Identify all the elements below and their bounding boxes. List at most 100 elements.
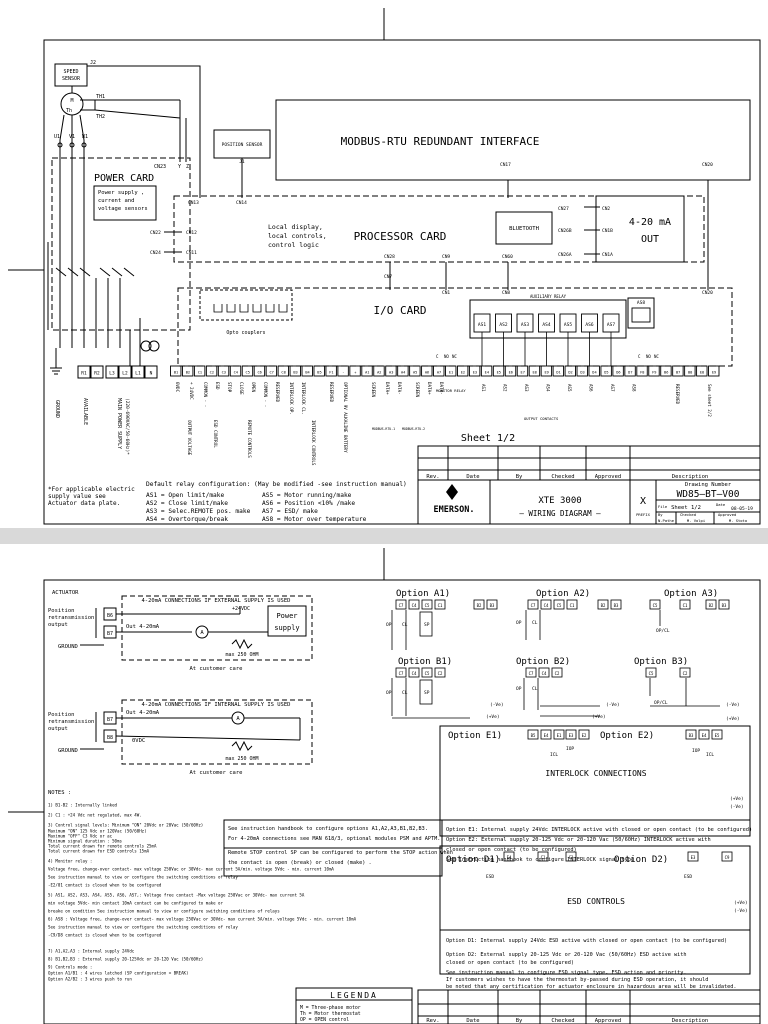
diagram-label: Option B3) [634,657,688,667]
processor-card-box [173,195,705,263]
terminal-c2: C2 [210,371,214,375]
diagram-label: CN2 [602,206,610,212]
product-name: XTE 3000 [538,496,581,506]
diagram-label: INTERLOCK OP. [289,382,294,415]
diagram-label: B8 [107,735,113,741]
diagram-label: C2 [683,671,688,676]
diagram-label: retransmission [48,719,94,725]
diagram-label: AS1 [481,384,486,392]
note-line: See instruction manual to view or config… [48,875,238,880]
diagram-label: (-Ve) [490,702,504,708]
note-line: -E2/01 contact is closed when to be conf… [48,883,162,888]
diagram-label: AS5 = Motor running/make [262,492,352,499]
diagram-label: C5 [425,671,430,676]
diagram-label: OP [386,690,392,696]
diagram-label: C7 [399,671,404,676]
diagram-label: OPTIONAL 9V ALKALINE BATTERY [343,382,348,453]
as8-relay-box [627,297,655,329]
diagram-label: COMMON - - [263,382,268,407]
diagram-label: INTERLOCK CL. [301,382,306,415]
diagram-label: (-Ve) [730,804,744,810]
diagram-label: OP/CL [654,700,668,706]
diagram-label: 0VDC [175,382,180,393]
diagram-label: +24VDC [232,606,250,612]
note-line: Option A1/B1 : 4 wires latched (SP confi… [48,971,189,976]
diagram-label: By [516,1018,523,1024]
diagram-label: CL [402,690,408,696]
terminal-e3: E3 [473,371,477,375]
diagram-label: R2 [94,371,100,377]
note-line: 4) Monitor relay : [48,859,92,864]
diagram-label: Approved [595,474,622,480]
diagram-label: Position [48,608,75,614]
diagram-label: 4-20mA CONNECTIONS IF INTERNAL SUPPLY IS… [141,702,290,708]
terminal-strip [170,365,720,377]
diagram-label: Date [716,502,726,507]
terminal-d2: D2 [568,371,572,375]
diagram-label: CN8 [502,290,510,296]
legenda-title: LEGENDA [330,991,378,1000]
diagram-label: TH1 [96,94,105,100]
diagram-label: CN11 [186,250,197,256]
diagram-label: AVAILABLE [82,398,88,425]
diagram-label: N [150,371,153,377]
terminal-d4: D4 [592,371,596,375]
esd-note: See instruction manual to configure ESD … [446,970,686,976]
diagram-label: IOP [692,748,700,754]
diagram-label: C9 [725,855,730,860]
diagram-label: C7 [529,671,534,676]
terminal-b7: B7 [676,371,680,375]
terminal-+: + [354,371,357,375]
speed-sensor-label: SPEED [63,69,78,75]
diagram-label: C1 [683,603,688,608]
diagram-label: Approved [718,512,736,517]
diagram-label: C5 [653,603,658,608]
diagram-label: Option A1) [396,589,450,599]
diagram-label: NO [444,354,449,359]
aux-relay-box [469,299,627,339]
diagram-label: AS1 = Open limit/make [146,492,225,499]
options-diagrams [391,599,733,862]
diagram-label: B3 [689,733,694,738]
diagram-label: OUTPUT VOLTAGE [187,420,192,456]
diagram-label: W1 [82,134,88,140]
diagram-label: output [48,622,68,628]
diagram-label: REMOTE CONTROLS [247,420,252,458]
esd-note: be noted that any certification for actu… [446,984,736,990]
relay-as3: AS3 [521,322,529,328]
terminal-e1: E1 [449,371,453,375]
terminal-a1: A1 [365,371,369,375]
diagram-label: GROUND [58,644,78,650]
diagram-label: By [516,474,523,480]
diagram-label: Option E2) [600,731,654,741]
power-card-note-box [93,185,157,221]
terminal-a5: A5 [413,371,417,375]
esd-note: Option D1: Internal supply 24Vdc ESD act… [446,938,727,944]
diagram-label: SP [424,690,430,696]
terminal-c6: C6 [258,371,262,375]
diagram-label: Option E1) [448,731,502,741]
note-line: Maximum "OFF" C3 Vdc or ac [48,834,113,839]
diagram-label: C2 [438,671,443,676]
diagram-label: SCREEN [415,382,420,398]
diagram-label: CN28 [384,254,395,260]
diagram-label: Option D2) [614,855,668,865]
diagram-label: C1 [438,603,443,608]
diagram-label: AS8 = Motor over temperature [262,516,367,523]
diagram-label: C3 [569,855,574,860]
esd-note: Option D2: External supply 20-125 Vdc or… [446,952,686,958]
diagram-label: AUXILIARY RELAY [530,294,567,299]
diagram-label: GROUND [54,400,60,418]
terminal-b6: B6 [664,371,668,375]
diagram-label: B7 [107,631,113,637]
terminal-f1: F1 [329,371,333,375]
out-420-title: 4-20 mA [629,217,671,228]
diagram-label: DATA+ [385,382,390,395]
diagram-label: Power [276,612,297,620]
diagram-label: AS6 [589,384,594,392]
terminal-e6: E6 [509,371,513,375]
terminal-f9: F9 [652,371,656,375]
diagram-label: C4 [412,671,417,676]
diagram-label: C1 [570,603,575,608]
